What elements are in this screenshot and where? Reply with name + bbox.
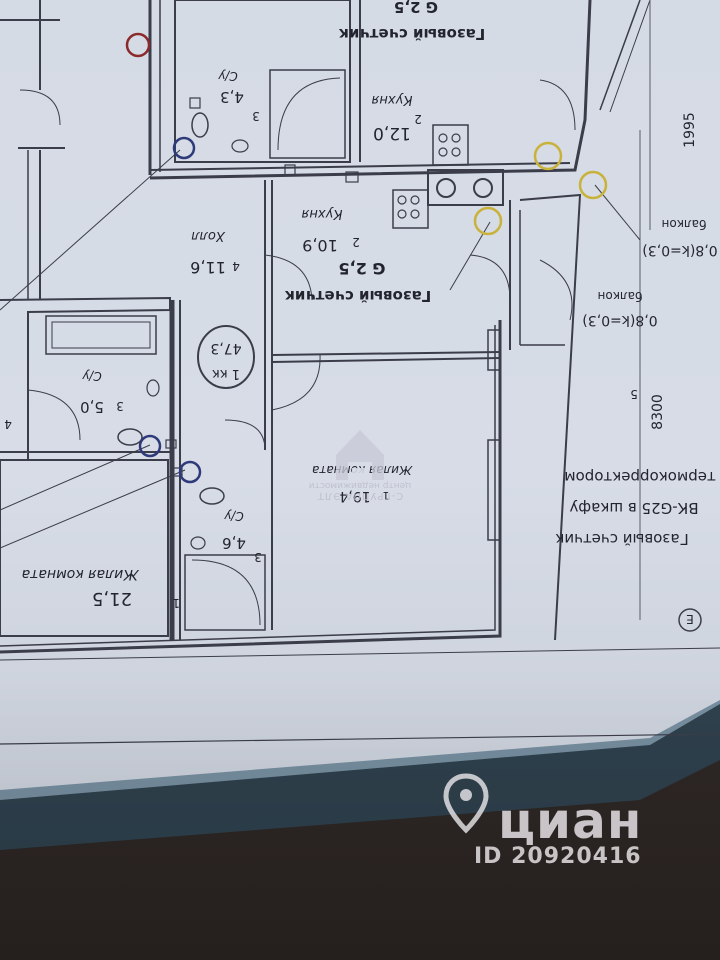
marker-yellow-3 xyxy=(473,206,503,236)
apartment-badge-area: 47,3 xyxy=(210,340,241,356)
room-name-2b: Кухня xyxy=(301,206,342,221)
riser-markers xyxy=(125,32,608,484)
room-number-4: 4 xyxy=(232,259,240,273)
marker-yellow-2 xyxy=(578,170,608,200)
room-name-3b: С/у xyxy=(81,369,101,383)
dim-8300: 8300 xyxy=(650,394,666,430)
room-number-1b: 1 xyxy=(383,489,390,502)
gas-meter-code: G 2,5 xyxy=(338,259,385,278)
apartment-badge-circle xyxy=(197,325,255,389)
note-line-2: ВК-G25 в шкафу xyxy=(569,499,698,517)
room-area-3c: 4,6 xyxy=(222,534,246,552)
room-area-3a: 4,3 xyxy=(220,88,244,106)
grid-axis-label: Е xyxy=(686,612,694,626)
gas-meter-code-top: G 2,5 xyxy=(394,0,438,16)
room-number-1a: 1 xyxy=(172,596,180,610)
room-area-2a: 12,0 xyxy=(373,123,411,143)
note-line-1: Газовый счетчик xyxy=(555,530,688,548)
balcony-coef-2: 0,8(k=0,3) xyxy=(642,242,717,258)
marker-yellow-1 xyxy=(533,141,563,171)
room-number-3b: 3 xyxy=(116,399,124,413)
cian-watermark: циан xyxy=(498,792,643,850)
room-name-1a: Жилая комната xyxy=(22,566,140,582)
gas-meter-label-top: Газовый счетчик xyxy=(339,25,486,43)
room-number-2a: 2 xyxy=(414,112,422,126)
paper-edge-blue xyxy=(0,700,720,850)
room-name-2a: Кухня xyxy=(371,92,412,107)
room-area-1a: 21,5 xyxy=(92,588,132,609)
apartment-badge-rooms: 1 кк xyxy=(212,366,240,381)
room-number-3c: 3 xyxy=(254,550,262,564)
marker-red xyxy=(125,32,151,58)
agency-watermark: С-ГРУППА ЭЛТ центр недвижимости xyxy=(300,480,420,501)
marker-blue-1 xyxy=(172,136,196,160)
note-line-3: термокорректором xyxy=(564,468,715,486)
balcony-coef-1: 0,8(k=0,3) xyxy=(582,312,657,328)
room-area-1b: 19,4 xyxy=(339,488,370,504)
room-name-4: Холл xyxy=(191,228,225,243)
marker-blue-2 xyxy=(138,434,162,458)
balcony-label-2: балкон xyxy=(662,217,707,231)
index-4: 4 xyxy=(4,417,12,431)
cian-logo-icon xyxy=(443,773,489,834)
grid-axis-marker: Е xyxy=(678,608,702,632)
room-name-3c: С/у xyxy=(223,509,243,523)
plan-labels: 21,5 1 Жилая комната 19,4 1 Жилая комнат… xyxy=(4,0,717,610)
room-number-2b: 2 xyxy=(352,235,360,249)
gas-meter-label: Газовый счетчик xyxy=(285,287,432,305)
cian-listing-id: ID 20920416 xyxy=(474,844,642,869)
room-number-3a: 3 xyxy=(252,109,260,123)
room-name-3a: С/у xyxy=(217,69,237,83)
room-area-3b: 5,0 xyxy=(80,398,104,416)
dim-1995: 1995 xyxy=(682,112,698,148)
agency-subtitle: центр недвижимости xyxy=(308,480,412,490)
index-5: 5 xyxy=(630,387,638,401)
balcony-label-1: балкон xyxy=(598,289,643,303)
agency-logo xyxy=(336,430,384,480)
room-area-4: 11,6 xyxy=(190,258,226,277)
agency-name: С-ГРУППА ЭЛТ xyxy=(316,490,404,501)
marker-blue-3 xyxy=(178,460,202,484)
room-area-2b: 10,9 xyxy=(302,236,338,255)
